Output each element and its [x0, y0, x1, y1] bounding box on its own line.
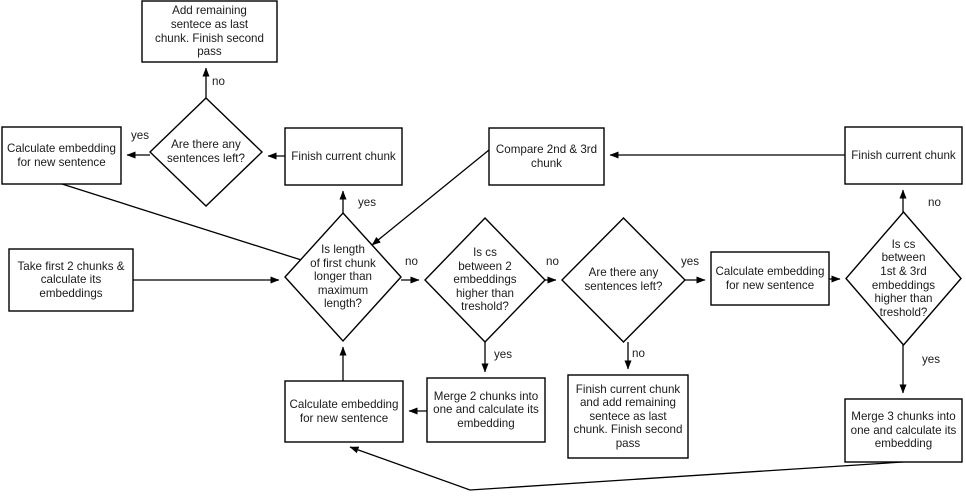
nodes-layer [1, 0, 963, 463]
edge-label-lbl-no-top: no [212, 75, 225, 88]
node-calc-embedding-bottom[interactable] [284, 380, 404, 443]
node-finish-chunk-add-remaining[interactable] [567, 374, 689, 459]
node-are-sentences-left-top[interactable] [148, 97, 264, 207]
node-merge-2-chunks[interactable] [426, 377, 546, 443]
edge-e-merge3-to-calc-bottom [349, 446, 904, 491]
node-finish-current-chunk-mid[interactable] [284, 127, 403, 186]
node-take-first-2-chunks[interactable] [8, 248, 134, 312]
edge-label-lbl-yes-is-cs13: yes [922, 353, 941, 366]
edge-e-calc-left-to-is-length [61, 183, 337, 272]
edge-label-lbl-yes-is-length: yes [358, 196, 377, 209]
edge-e-compare-to-is-length [371, 149, 490, 246]
edges-layer [61, 67, 907, 491]
edge-label-lbl-yes-top-left: yes [131, 129, 150, 142]
node-is-cs-1st-3rd-embeddings[interactable] [845, 210, 962, 347]
node-finish-current-chunk-right[interactable] [844, 126, 963, 185]
node-is-length-first-chunk[interactable] [284, 211, 402, 343]
edge-label-lbl-yes-sentleft-mid: yes [681, 255, 700, 268]
node-calc-embedding-right[interactable] [710, 251, 830, 306]
edge-label-lbl-yes-is-cs2: yes [494, 348, 513, 361]
edge-label-lbl-no-is-length: no [405, 255, 418, 268]
edge-label-lbl-no-sentleft-mid: no [632, 347, 645, 360]
edge-label-lbl-no-is-cs13: no [928, 196, 941, 209]
node-compare-2nd-3rd-chunk[interactable] [488, 127, 605, 186]
node-merge-3-chunks[interactable] [844, 398, 963, 463]
node-calc-embedding-left[interactable] [1, 126, 122, 185]
node-is-cs-2-embeddings[interactable] [424, 216, 546, 344]
node-are-sentences-left-mid[interactable] [561, 217, 686, 343]
edge-label-lbl-no-is-cs2: no [546, 255, 559, 268]
node-add-remaining-sentence[interactable] [141, 0, 278, 63]
